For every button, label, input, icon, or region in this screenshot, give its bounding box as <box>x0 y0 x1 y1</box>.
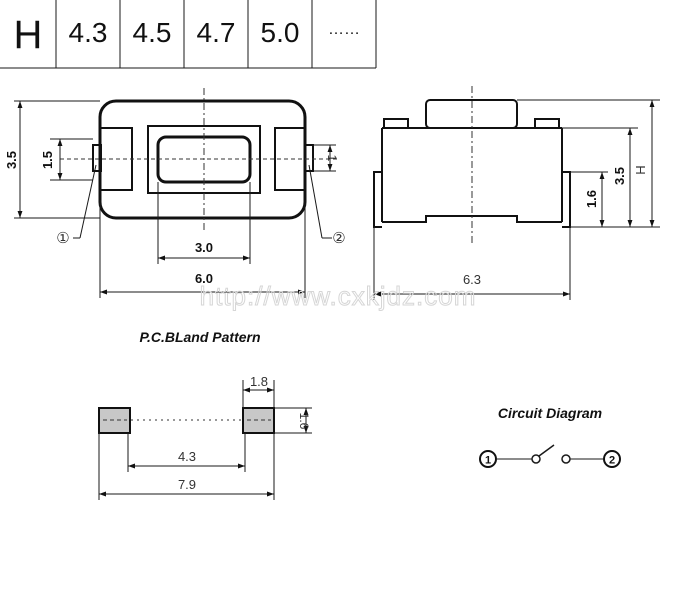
dim-outer-span: 7.9 <box>178 477 196 492</box>
side-view: 6.3 H 3.5 1.6 <box>373 86 660 300</box>
dim-stem-height: 1.5 <box>40 151 55 169</box>
height-symbol: H <box>14 13 43 57</box>
watermark-text: http://www.cxkjdz.com <box>200 281 477 311</box>
dim-side-body-height: 3.5 <box>612 167 627 185</box>
height-option-2: 4.5 <box>133 17 172 48</box>
height-option-1: 4.3 <box>69 17 108 48</box>
terminal-2-callout: ② <box>332 230 345 247</box>
dim-pad-width: 1.8 <box>250 374 268 389</box>
dim-overall-length: 6.3 <box>463 272 481 287</box>
height-option-3: 4.7 <box>197 17 236 48</box>
dim-body-width: 6.0 <box>195 271 213 286</box>
land-pattern: P.C.BLand Pattern 1.8 1.6 4.3 7.9 <box>98 329 312 500</box>
circuit-node-2: 2 <box>609 455 615 467</box>
dim-inner-pitch: 4.3 <box>178 449 196 464</box>
dim-body-height: 3.5 <box>4 151 19 169</box>
terminal-1-callout: ① <box>56 230 69 247</box>
pad-left <box>98 407 131 434</box>
dim-leg-height: 1.6 <box>584 190 599 208</box>
height-table: H 4.3 4.5 4.7 5.0 …… <box>0 0 377 69</box>
land-pattern-title: P.C.BLand Pattern <box>139 329 260 345</box>
dim-terminal-width: 1 <box>325 155 339 162</box>
dim-inner-width: 3.0 <box>195 240 213 255</box>
dim-total-height: H <box>633 165 648 174</box>
top-view: 3.5 1.5 1 3.0 6.0 ① ② <box>4 88 346 298</box>
height-option-4: 5.0 <box>261 17 300 48</box>
dim-pad-height: 1.6 <box>297 413 311 430</box>
circuit-node-1: 1 <box>485 455 491 467</box>
circuit-diagram-title: Circuit Diagram <box>498 405 602 421</box>
height-ellipsis: …… <box>328 21 360 38</box>
circuit-diagram: Circuit Diagram 1 2 <box>479 405 621 468</box>
